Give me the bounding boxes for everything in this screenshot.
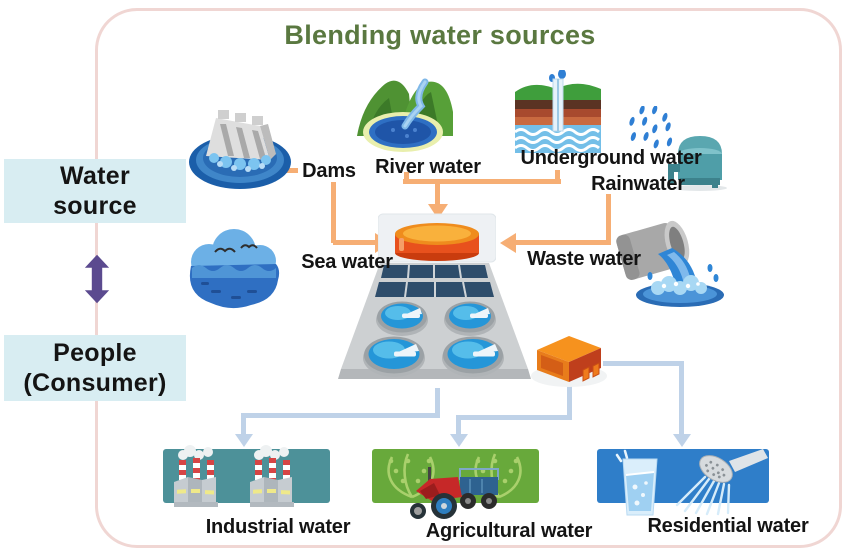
label-underground: Underground water	[520, 147, 702, 169]
industrial-arrowhead	[235, 434, 253, 447]
agricultural-pipe-vertical	[456, 415, 461, 436]
people-line1: People	[53, 339, 137, 367]
label-agricultural: Agricultural water	[425, 520, 593, 542]
industrial-pipe-vertical	[241, 413, 246, 436]
label-river: River water	[375, 156, 481, 178]
dams-sea-vertical-line	[331, 182, 336, 243]
pump-down-line	[567, 386, 572, 420]
left-inflow-line	[333, 240, 377, 245]
industrial-pipe-horizontal	[241, 413, 440, 418]
underground-icon	[514, 70, 601, 153]
label-waste: Waste water	[527, 248, 641, 270]
top-inflow-line	[435, 182, 440, 205]
water-source-line1: Water	[59, 162, 131, 190]
waste-icon	[616, 220, 724, 307]
top-collector-line	[403, 179, 561, 184]
river-stub-line	[404, 172, 409, 181]
residential-pipe-vertical	[679, 361, 684, 436]
label-sea: Sea water	[301, 251, 393, 273]
agricultural-arrowhead	[450, 434, 468, 447]
people-box: People (Consumer)	[4, 335, 186, 401]
plant-outflow-line	[435, 388, 440, 418]
updown-arrow-icon	[84, 254, 110, 304]
treatment-plant-icon	[338, 263, 531, 379]
label-rainwater: Rainwater	[591, 173, 685, 195]
water-source-line2: source	[53, 192, 137, 220]
river-icon	[357, 78, 453, 152]
people-line2: (Consumer)	[23, 369, 167, 397]
label-industrial: Industrial water	[205, 516, 351, 538]
rainwater-icon	[629, 106, 727, 191]
underground-stub-line	[555, 170, 560, 181]
diagram-title: Blending water sources	[284, 20, 596, 50]
label-dams: Dams	[302, 160, 356, 182]
tractor-icon	[387, 453, 522, 519]
dam-icon	[189, 110, 291, 189]
sea-icon	[189, 229, 280, 309]
factory-icon	[174, 445, 294, 507]
rain-waste-vertical-line	[606, 194, 611, 245]
pump-unit-icon	[531, 336, 607, 387]
residential-arrowhead	[673, 434, 691, 447]
dams-label-dash	[284, 168, 298, 173]
right-inflow-line	[516, 240, 611, 245]
label-residential: Residential water	[647, 515, 809, 537]
agricultural-pipe-horizontal	[456, 415, 572, 420]
household-icon	[615, 449, 768, 516]
water-source-box: Water source	[4, 159, 186, 223]
right-inflow-arrowhead	[500, 233, 516, 253]
blending-tank-icon	[378, 213, 496, 263]
residential-pipe-horizontal	[603, 361, 684, 366]
